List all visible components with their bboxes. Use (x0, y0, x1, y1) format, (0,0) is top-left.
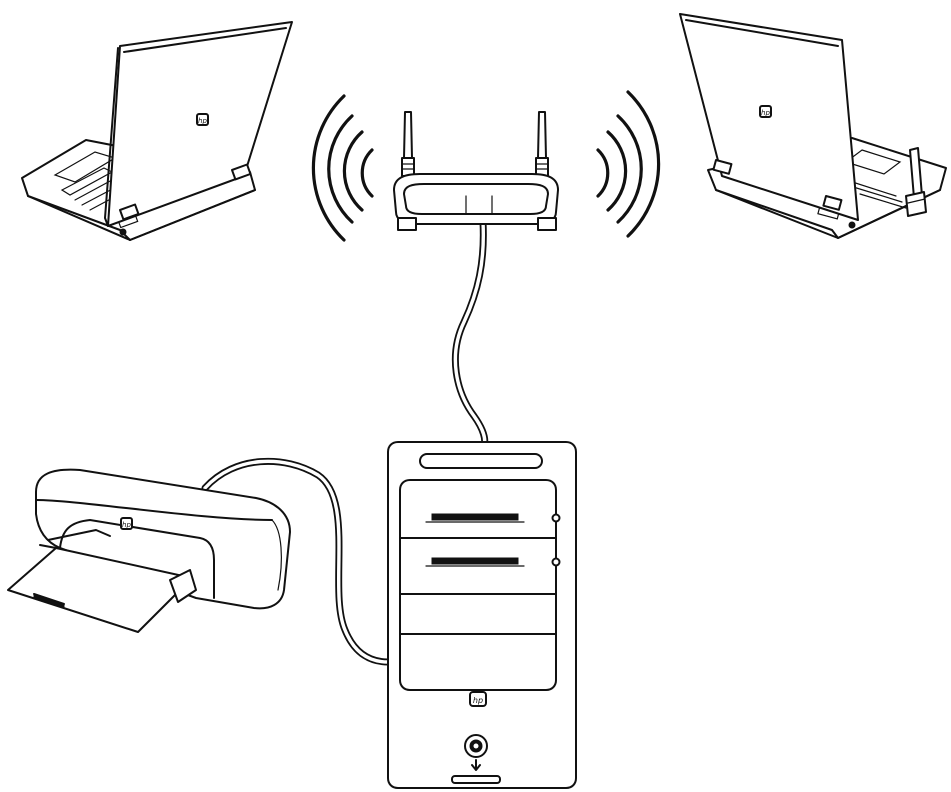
svg-text:hp: hp (473, 696, 483, 705)
router-to-desktop-cable (451, 218, 489, 450)
bottom-slot (451, 775, 501, 784)
inkjet-printer: hp (7, 468, 291, 633)
wireless-signal-right-icon (596, 90, 661, 238)
wireless-router (393, 111, 559, 231)
top-handle-slot (419, 453, 543, 469)
svg-text:hp: hp (761, 109, 770, 117)
eject-button-1 (551, 513, 561, 523)
optical-drive-2 (425, 557, 561, 567)
hp-logo-icon (469, 691, 487, 707)
hp-logo-icon (196, 113, 209, 126)
svg-text:hp: hp (122, 521, 131, 529)
power-button-icon (464, 734, 488, 758)
wireless-adapter-antenna-icon (905, 147, 927, 217)
optical-drive-1 (425, 513, 561, 523)
svg-text:hp: hp (198, 117, 207, 125)
printer-to-desktop-cable (201, 457, 392, 666)
laptop-right: hp (679, 13, 947, 239)
eject-button-2 (551, 557, 561, 567)
wireless-signal-left-icon (311, 94, 374, 242)
hp-logo-icon (120, 517, 133, 530)
hp-logo-icon (759, 105, 772, 118)
desktop-tower-pc: hp (387, 441, 577, 789)
laptop-left: hp (21, 21, 293, 241)
